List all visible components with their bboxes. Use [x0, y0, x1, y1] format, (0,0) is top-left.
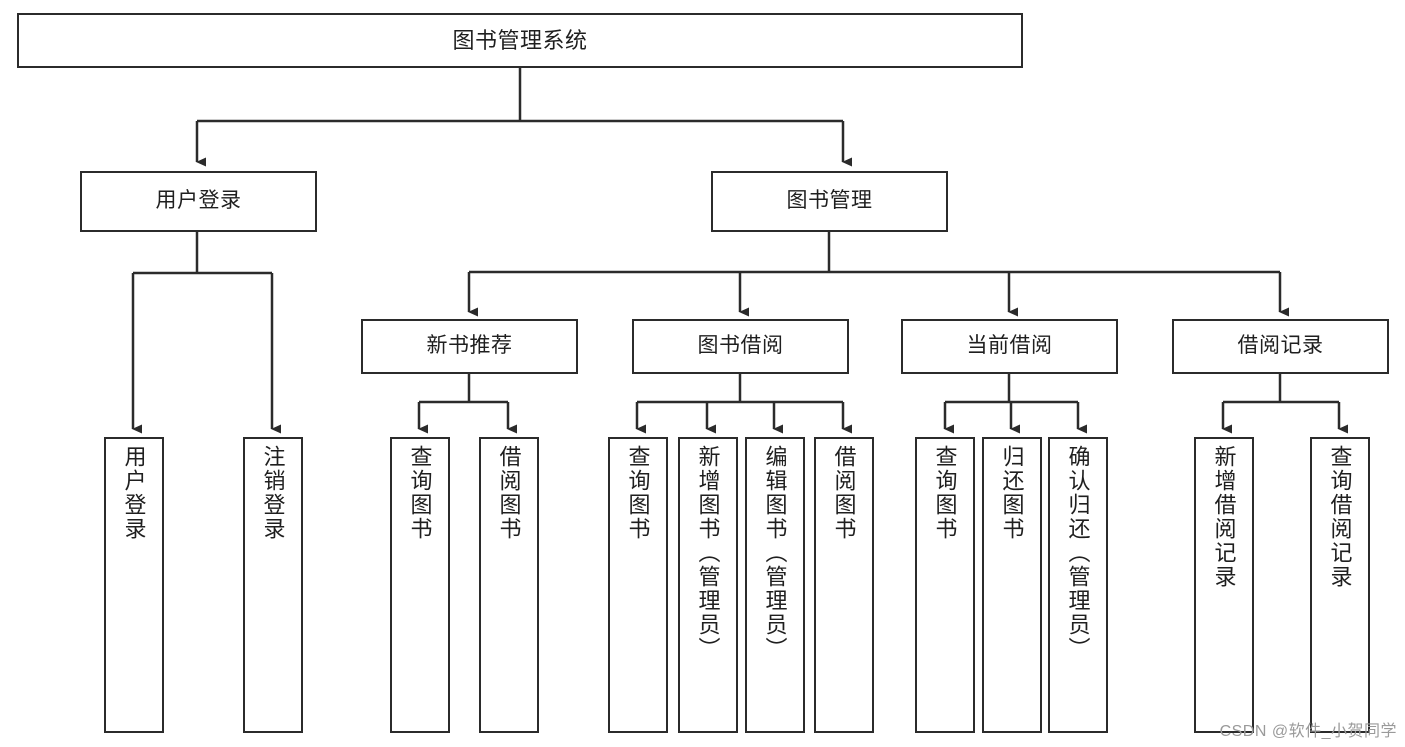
node-label: 编辑图书（管理员） [762, 445, 788, 661]
node-leaf-query-book-1[interactable]: 查询图书 [390, 437, 450, 733]
node-root-book-management-system[interactable]: 图书管理系统 [17, 13, 1023, 68]
node-label: 借阅记录 [1237, 334, 1324, 358]
node-label: 新增图书（管理员） [695, 445, 721, 661]
node-label: 图书管理系统 [452, 27, 588, 53]
node-leaf-borrow-book-1[interactable]: 借阅图书 [479, 437, 539, 733]
node-label: 注销登录 [260, 445, 286, 541]
node-label: 用户登录 [155, 189, 242, 213]
node-borrowing-record[interactable]: 借阅记录 [1172, 319, 1389, 374]
node-label: 新书推荐 [426, 334, 513, 358]
node-label: 确认归还（管理员） [1065, 445, 1091, 661]
node-label: 查询图书 [932, 445, 958, 541]
node-label: 当前借阅 [966, 334, 1053, 358]
node-label: 查询图书 [407, 445, 433, 541]
node-leaf-query-book-2[interactable]: 查询图书 [608, 437, 668, 733]
node-leaf-user-login[interactable]: 用户登录 [104, 437, 164, 733]
node-label: 查询图书 [625, 445, 651, 541]
node-label: 新增借阅记录 [1211, 445, 1237, 589]
node-user-login[interactable]: 用户登录 [80, 171, 317, 232]
node-label: 图书管理 [786, 189, 873, 213]
node-leaf-add-book-admin[interactable]: 新增图书（管理员） [678, 437, 738, 733]
node-leaf-add-borrow-record[interactable]: 新增借阅记录 [1194, 437, 1254, 733]
node-leaf-borrow-book-2[interactable]: 借阅图书 [814, 437, 874, 733]
node-leaf-edit-book-admin[interactable]: 编辑图书（管理员） [745, 437, 805, 733]
node-label: 借阅图书 [831, 445, 857, 541]
node-label: 借阅图书 [496, 445, 522, 541]
node-leaf-confirm-return-admin[interactable]: 确认归还（管理员） [1048, 437, 1108, 733]
node-label: 图书借阅 [697, 334, 784, 358]
node-leaf-user-logout[interactable]: 注销登录 [243, 437, 303, 733]
node-leaf-return-book[interactable]: 归还图书 [982, 437, 1042, 733]
node-book-management[interactable]: 图书管理 [711, 171, 948, 232]
node-book-borrowing[interactable]: 图书借阅 [632, 319, 849, 374]
watermark-text: CSDN @软件_小贺同学 [1219, 723, 1397, 740]
node-leaf-query-borrow-record[interactable]: 查询借阅记录 [1310, 437, 1370, 733]
node-current-borrowing[interactable]: 当前借阅 [901, 319, 1118, 374]
node-label: 查询借阅记录 [1327, 445, 1353, 589]
node-label: 用户登录 [121, 445, 147, 541]
node-new-book-recommendation[interactable]: 新书推荐 [361, 319, 578, 374]
node-label: 归还图书 [999, 445, 1025, 541]
node-leaf-query-book-3[interactable]: 查询图书 [915, 437, 975, 733]
